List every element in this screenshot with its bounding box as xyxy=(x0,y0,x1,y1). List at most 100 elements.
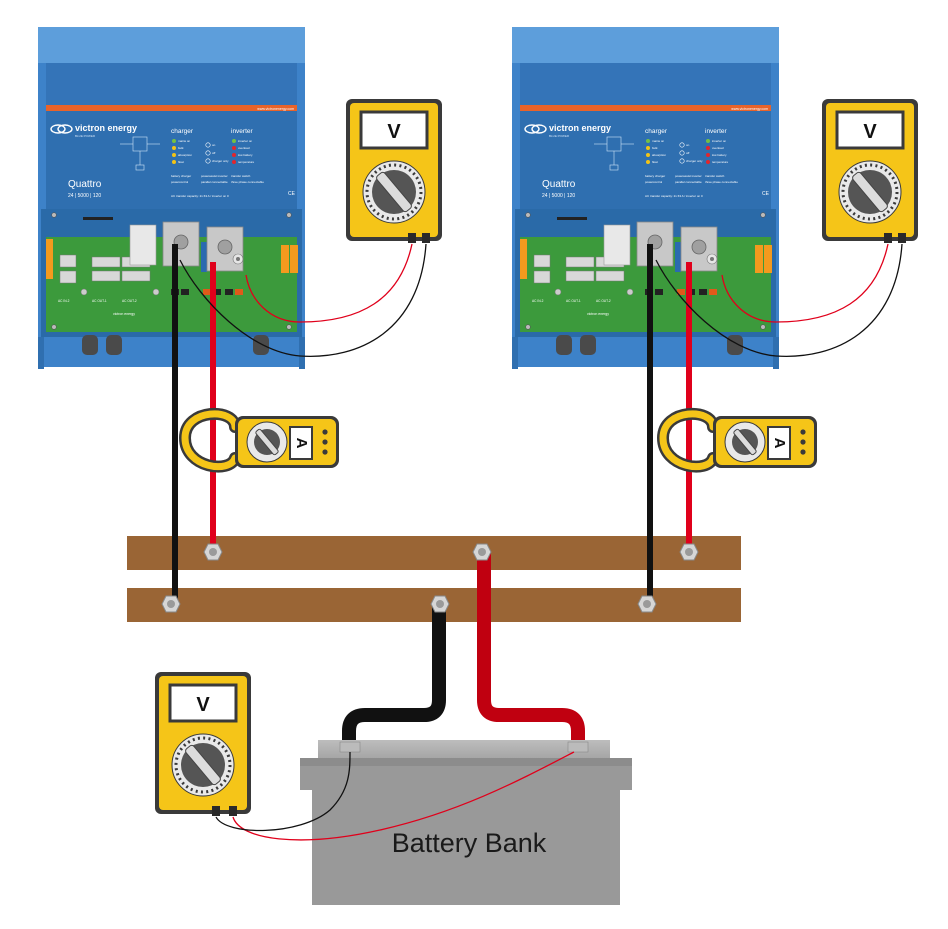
mount-foot xyxy=(512,337,518,369)
voltmeter-right: V xyxy=(822,99,918,243)
switch-label: on xyxy=(686,143,690,147)
switch-icon xyxy=(205,150,211,156)
brand-text: victron energy xyxy=(75,123,137,133)
probe-lead-black xyxy=(215,751,351,832)
inverter-right: www.victronenergy.com victron energy BLU… xyxy=(512,27,779,369)
hex-bolt-icon xyxy=(203,543,223,561)
screw-icon xyxy=(760,324,766,330)
knob-pointer xyxy=(376,171,412,213)
orange-stripe xyxy=(520,105,771,111)
fuse-block xyxy=(290,245,298,273)
charger-led-label: absorption xyxy=(652,153,666,157)
terminal-label: AC IN-2 xyxy=(58,299,70,303)
clamp-meter-right: A xyxy=(656,408,817,473)
front-panel xyxy=(46,111,297,209)
positive-busbar xyxy=(127,536,741,570)
knob-pointer xyxy=(852,171,888,213)
charger-title: charger xyxy=(171,128,194,135)
led-float xyxy=(646,160,650,164)
dial-ticks xyxy=(365,163,423,221)
footer-text: three phase connectable xyxy=(705,180,738,184)
bolt-icon xyxy=(691,239,707,255)
charger-led-label: bulk xyxy=(652,146,658,150)
inverter-title: inverter xyxy=(231,128,254,135)
inverter-led-label: overload xyxy=(238,146,250,150)
switch-label: off xyxy=(212,151,215,155)
battery-label: Battery Bank xyxy=(392,828,547,858)
led-absorption xyxy=(646,153,650,157)
clamp-display xyxy=(289,426,313,460)
ground-screw-icon xyxy=(626,288,634,296)
connector xyxy=(709,289,717,295)
voltmeter-battery: V xyxy=(155,672,251,816)
clamp-display xyxy=(767,426,791,460)
connector xyxy=(655,289,663,295)
mount-foot xyxy=(299,337,305,369)
schematic-icon xyxy=(594,136,634,171)
inverter-led-label: overload xyxy=(712,146,724,150)
screw-icon xyxy=(760,212,766,218)
probe-jack xyxy=(212,806,220,816)
probe-jack xyxy=(422,233,430,243)
jack-dot xyxy=(800,429,806,435)
connector xyxy=(225,289,233,295)
inverter-led-label: low battery xyxy=(238,153,253,157)
voltmeter-display-label: V xyxy=(863,121,877,143)
knob-pointer xyxy=(185,744,221,786)
jack-dot xyxy=(800,439,806,445)
terminal-insulator xyxy=(201,242,207,272)
footer-text: transfer switch xyxy=(705,174,725,178)
switch-icon xyxy=(679,158,685,164)
gear-icon xyxy=(232,253,244,265)
inverter-led-label: low battery xyxy=(712,153,727,157)
cable-gland xyxy=(106,335,122,355)
voltmeter-display-label: V xyxy=(196,694,210,716)
switch-icon xyxy=(205,158,211,164)
switch-label: on xyxy=(212,143,216,147)
clamp-meter-left: A xyxy=(178,408,339,473)
footer-text: battery charger xyxy=(645,174,665,178)
victron-logo-icon xyxy=(50,124,73,134)
led-temperature xyxy=(232,160,236,164)
probe-jack xyxy=(898,233,906,243)
ce-mark: CE xyxy=(288,191,296,197)
screw-icon xyxy=(286,324,292,330)
transfer-note: AC transfer capacity: 2x 63 A / inverter… xyxy=(171,194,229,198)
connector xyxy=(235,289,243,295)
led-overload xyxy=(232,146,236,150)
jack-dot xyxy=(322,439,328,445)
hex-bolt-icon xyxy=(161,595,181,613)
voltmeter-display xyxy=(168,683,238,723)
connector xyxy=(699,289,707,295)
led-bulk xyxy=(646,146,650,150)
clamp-jaw-face xyxy=(659,410,717,471)
connector xyxy=(203,289,211,295)
terminal-label: AC OUT-1 xyxy=(92,299,107,303)
cable-gland xyxy=(727,335,743,355)
charger-led-label: float xyxy=(652,160,658,164)
battery-lid xyxy=(318,740,610,758)
led-float xyxy=(172,160,176,164)
led-absorption xyxy=(172,153,176,157)
jack-dot xyxy=(800,449,806,455)
fuse-block xyxy=(755,245,763,273)
dial-ticks xyxy=(841,163,899,221)
connector xyxy=(677,289,685,295)
probe-lead-red xyxy=(245,243,413,323)
probe-lead-black xyxy=(655,243,903,357)
brand-sub-text: BLUE POWER xyxy=(75,134,96,138)
hex-bolt-icon xyxy=(637,595,657,613)
led-inverter-on xyxy=(232,139,236,143)
switch-icon xyxy=(205,142,211,148)
screw-icon xyxy=(525,324,531,330)
slot xyxy=(557,217,587,220)
charger-led-label: mains on xyxy=(178,139,191,143)
terminal-label: AC OUT-1 xyxy=(566,299,581,303)
switch-label: off xyxy=(686,151,689,155)
model-text: Quattro xyxy=(68,179,102,190)
inverter-led-label: inverter on xyxy=(238,139,253,143)
inverter-led-label: temperature xyxy=(238,160,255,164)
footer-text: powerassist inverter xyxy=(675,174,702,178)
screw-icon xyxy=(286,212,292,218)
